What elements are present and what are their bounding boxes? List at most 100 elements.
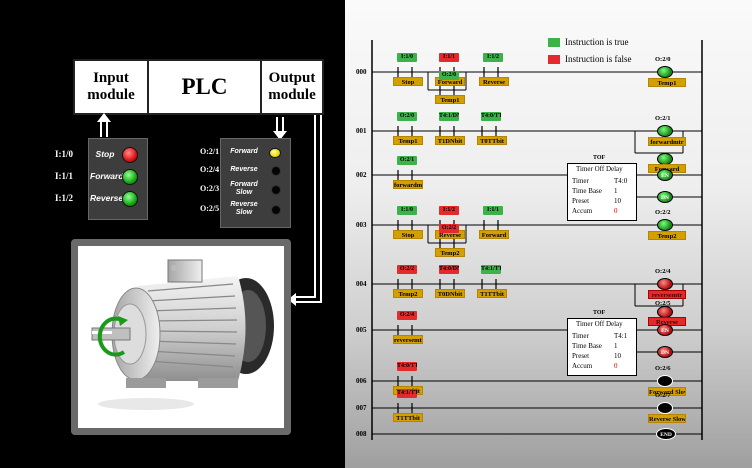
contact-address: O:2/1 bbox=[397, 156, 417, 165]
input-panel bbox=[88, 138, 148, 220]
contact-address: O:2/0 bbox=[397, 112, 417, 121]
timebase-label: Time Base bbox=[572, 187, 602, 195]
coil-icon bbox=[657, 219, 673, 231]
contact-tag: Stop bbox=[393, 230, 423, 239]
coil-tag: Temp2 bbox=[648, 231, 686, 240]
output-lamp-icon bbox=[271, 185, 281, 195]
legend-true-swatch bbox=[548, 37, 560, 47]
rung-number: 002 bbox=[356, 171, 367, 179]
contact-address: T4:1/TT bbox=[481, 265, 501, 274]
coil-icon bbox=[657, 278, 673, 290]
timer-title: Timer Off Delay bbox=[576, 320, 623, 328]
preset-label: Preset bbox=[572, 197, 590, 205]
input-address: I:1/1 bbox=[55, 171, 73, 181]
contact-address: I:1/1 bbox=[439, 53, 459, 62]
coil-icon bbox=[657, 375, 673, 387]
timer-type-label: TOF bbox=[593, 155, 606, 161]
contact-address: I:1/2 bbox=[483, 53, 503, 62]
coil-icon bbox=[657, 125, 673, 137]
output-address: O:2/3 bbox=[200, 184, 220, 193]
contact-address: T4:0/DN bbox=[439, 265, 459, 274]
accum-value: 0 bbox=[614, 207, 618, 215]
input-address: I:1/2 bbox=[55, 193, 73, 203]
legend-true: Instruction is true bbox=[548, 37, 629, 47]
preset-value: 10 bbox=[614, 197, 621, 205]
preset-label: Preset bbox=[572, 352, 590, 360]
contact-address: O:2/4 bbox=[397, 311, 417, 320]
contact-tag: Temp1 bbox=[435, 95, 465, 104]
input-lamp-icon bbox=[122, 147, 138, 163]
contact-tag: T1TTbit bbox=[477, 289, 507, 298]
input-module-label: Input module bbox=[75, 61, 149, 113]
rung-number: 004 bbox=[356, 280, 367, 288]
coil-address: O:2/5 bbox=[655, 300, 671, 307]
contact-tag: Stop bbox=[393, 77, 423, 86]
coil-tag: Reverse Slow bbox=[648, 414, 686, 423]
legend-false-label: Instruction is false bbox=[565, 54, 632, 64]
contact-tag: Temp2 bbox=[393, 289, 423, 298]
motor-icon bbox=[91, 259, 274, 410]
accum-label: Accum bbox=[572, 207, 593, 215]
contact-address: O:2/2 bbox=[397, 265, 417, 274]
output-name: Reverse Slow bbox=[230, 201, 258, 216]
timer-dn-icon: DN bbox=[657, 191, 673, 203]
output-name: Reverse bbox=[230, 166, 258, 173]
plc-title: PLC bbox=[181, 74, 228, 99]
contact-tag: Reverse bbox=[479, 77, 509, 86]
timer-en-icon: EN bbox=[657, 169, 673, 181]
contact-address: I:1/0 bbox=[397, 206, 417, 215]
rung-number: 008 bbox=[356, 430, 367, 438]
coil-icon bbox=[657, 402, 673, 414]
accum-label: Accum bbox=[572, 362, 593, 370]
output-name: Forward Slow bbox=[230, 181, 258, 196]
timer-label: Timer bbox=[572, 177, 589, 185]
output-lamp-icon bbox=[269, 148, 281, 158]
coil-tag: reversemtr bbox=[648, 290, 686, 299]
timebase-label: Time Base bbox=[572, 342, 602, 350]
timer-dn-icon: DN bbox=[657, 346, 673, 358]
timer-value: T4:1 bbox=[614, 332, 628, 340]
coil-address: O:2/1 bbox=[655, 115, 671, 122]
coil-tag: forwardmtr bbox=[648, 137, 686, 146]
contact-tag: T1TTbit bbox=[393, 413, 423, 422]
timer-label: Timer bbox=[572, 332, 589, 340]
timer-title: Timer Off Delay bbox=[576, 165, 623, 173]
output-lamp-icon bbox=[271, 166, 281, 176]
coil-address: O:2/7 bbox=[655, 392, 671, 399]
input-lamp-icon bbox=[122, 191, 138, 207]
wiring-lines bbox=[97, 113, 322, 306]
contact-tag: Temp1 bbox=[393, 136, 423, 145]
contact-address: I:1/0 bbox=[397, 53, 417, 62]
output-name: Forward bbox=[230, 148, 258, 155]
plc-block: Input module PLC Output module bbox=[73, 59, 324, 115]
rung-number: 005 bbox=[356, 326, 367, 334]
coil-tag: Temp1 bbox=[648, 78, 686, 87]
input-name: Stop bbox=[95, 149, 115, 159]
input-name: Reverse bbox=[90, 193, 124, 203]
contact-address: T4:1/TT bbox=[397, 389, 417, 398]
contact-address: O:2/2 bbox=[439, 224, 459, 233]
output-address: O:2/1 bbox=[200, 147, 220, 156]
input-lamp-icon bbox=[122, 169, 138, 185]
timebase-value: 1 bbox=[614, 187, 618, 195]
coil-address: O:2/2 bbox=[655, 209, 671, 216]
accum-value: 0 bbox=[614, 362, 618, 370]
contact-address: T4:0/TT bbox=[481, 112, 501, 121]
contact-address: I:1/2 bbox=[439, 206, 459, 215]
output-lamp-icon bbox=[271, 205, 281, 215]
rung-number: 000 bbox=[356, 68, 367, 76]
contact-address: I:1/1 bbox=[483, 206, 503, 215]
contact-address: O:2/0 bbox=[439, 71, 459, 80]
coil-address: O:2/4 bbox=[655, 268, 671, 275]
end-instruction-icon: END bbox=[656, 428, 676, 440]
timebase-value: 1 bbox=[614, 342, 618, 350]
coil-address: O:2/6 bbox=[655, 365, 671, 372]
coil-tag: Forward Slow bbox=[648, 387, 686, 396]
legend-false: Instruction is false bbox=[548, 54, 632, 64]
rung-number: 001 bbox=[356, 127, 367, 135]
contact-tag: reversemtr bbox=[393, 335, 423, 344]
